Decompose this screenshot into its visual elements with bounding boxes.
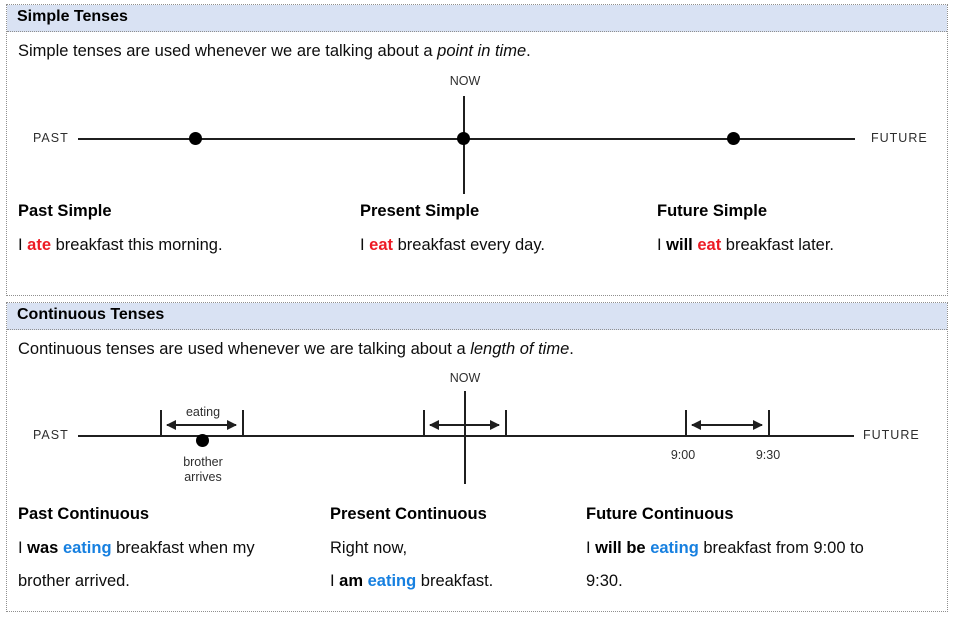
verb-highlight: eating <box>650 539 699 557</box>
interval-tick <box>505 410 507 436</box>
brother-arrives-label-line2: arrives <box>184 470 222 484</box>
interval-tick <box>242 410 244 436</box>
continuous-tenses-section: Continuous Tenses Continuous tenses are … <box>6 302 948 612</box>
intro-text: Simple tenses are used whenever we are t… <box>18 42 438 60</box>
sentence-text: I <box>360 236 370 254</box>
nine-thirty-label: 9:30 <box>755 448 781 462</box>
past-simple-sentence: I ate breakfast this morning. <box>18 229 318 262</box>
future-continuous-heading: Future Continuous <box>586 505 734 523</box>
brother-arrives-dot <box>196 434 209 447</box>
eating-label: eating <box>185 405 221 419</box>
sentence-text: I <box>18 236 28 254</box>
future-simple-column: Future Simple I will eat breakfast later… <box>657 202 937 262</box>
continuous-tenses-intro: Continuous tenses are used whenever we a… <box>7 330 947 368</box>
past-label: PAST <box>33 428 69 442</box>
sentence-text: breakfast every day. <box>393 236 545 254</box>
present-simple-heading: Present Simple <box>360 202 480 220</box>
interval-tick <box>768 410 770 436</box>
verb-highlight: eating <box>62 539 112 557</box>
past-simple-column: Past Simple I ate breakfast this morning… <box>18 202 318 262</box>
future-point-dot <box>727 132 740 145</box>
future-label: FUTURE <box>871 131 928 145</box>
present-simple-column: Present Simple I eat breakfast every day… <box>360 202 640 262</box>
sentence-text: breakfast this morning. <box>51 236 223 254</box>
simple-tenses-intro: Simple tenses are used whenever we are t… <box>7 32 947 70</box>
sentence-text: I <box>657 236 667 254</box>
auxiliary-bold: will <box>666 236 698 254</box>
sentence-text: I <box>586 539 596 557</box>
past-continuous-sentence-line1: I was eating breakfast when my <box>18 532 318 565</box>
past-point-dot <box>189 132 202 145</box>
future-continuous-column: Future Continuous I will be eating break… <box>586 505 936 598</box>
future-duration-arrow <box>691 420 763 429</box>
present-continuous-heading: Present Continuous <box>330 505 487 523</box>
interval-tick <box>423 410 425 436</box>
intro-italic-phrase: length of time <box>470 340 570 358</box>
brother-arrives-label-line1: brother <box>183 455 223 469</box>
simple-tenses-section: Simple Tenses Simple tenses are used whe… <box>6 4 948 296</box>
present-continuous-column: Present Continuous Right now, I am eatin… <box>330 505 580 598</box>
sentence-text: breakfast when my <box>111 539 255 557</box>
now-line <box>464 391 466 484</box>
past-continuous-sentence-line2: brother arrived. <box>18 572 130 590</box>
continuous-tenses-header: Continuous Tenses <box>7 303 947 330</box>
simple-timeline-diagram: NOW PAST FUTURE <box>7 70 947 202</box>
continuous-examples-row: Past Continuous I was eating breakfast w… <box>7 505 947 615</box>
now-label: NOW <box>449 371 481 385</box>
interval-tick <box>160 410 162 436</box>
future-simple-sentence: I will eat breakfast later. <box>657 229 937 262</box>
timeline-axis <box>78 435 854 437</box>
verb-highlight: eat <box>697 236 722 254</box>
past-label: PAST <box>33 131 69 145</box>
future-label: FUTURE <box>863 428 920 442</box>
eating-duration-arrow <box>166 420 237 429</box>
past-continuous-column: Past Continuous I was eating breakfast w… <box>18 505 318 598</box>
verb-highlight: eating <box>367 572 417 590</box>
section-title: Continuous Tenses <box>17 306 165 323</box>
present-duration-arrow <box>429 420 500 429</box>
present-simple-sentence: I eat breakfast every day. <box>360 229 640 262</box>
intro-text: Continuous tenses are used whenever we a… <box>18 340 471 358</box>
auxiliary-bold: am <box>339 572 368 590</box>
intro-italic-phrase: point in time <box>437 42 527 60</box>
nine-oclock-label: 9:00 <box>670 448 696 462</box>
sentence-text: breakfast later. <box>721 236 835 254</box>
sentence-text: I <box>18 539 28 557</box>
now-line <box>463 96 465 194</box>
simple-examples-row: Past Simple I ate breakfast this morning… <box>7 202 947 292</box>
continuous-timeline-diagram: NOW PAST FUTURE eating brother arrives 9… <box>7 368 947 505</box>
section-title: Simple Tenses <box>17 8 128 25</box>
interval-tick <box>685 410 687 436</box>
auxiliary-bold: will be <box>595 539 651 557</box>
verb-highlight: eat <box>369 236 394 254</box>
simple-tenses-header: Simple Tenses <box>7 5 947 32</box>
sentence-text: I <box>330 572 340 590</box>
future-continuous-sentence-line1: I will be eating breakfast from 9:00 to <box>586 532 936 565</box>
future-continuous-sentence-line2: 9:30. <box>586 572 623 590</box>
future-simple-heading: Future Simple <box>657 202 768 220</box>
sentence-text: breakfast from 9:00 to <box>698 539 864 557</box>
present-point-dot <box>457 132 470 145</box>
past-continuous-heading: Past Continuous <box>18 505 150 523</box>
now-label: NOW <box>449 74 481 88</box>
present-continuous-sentence-line2: I am eating breakfast. <box>330 565 580 598</box>
present-continuous-sentence-line1: Right now, <box>330 539 408 557</box>
intro-period: . <box>569 340 574 358</box>
auxiliary-bold: was <box>27 539 63 557</box>
verb-highlight: ate <box>27 236 52 254</box>
intro-period: . <box>526 42 531 60</box>
sentence-text: breakfast. <box>416 572 494 590</box>
past-simple-heading: Past Simple <box>18 202 112 220</box>
